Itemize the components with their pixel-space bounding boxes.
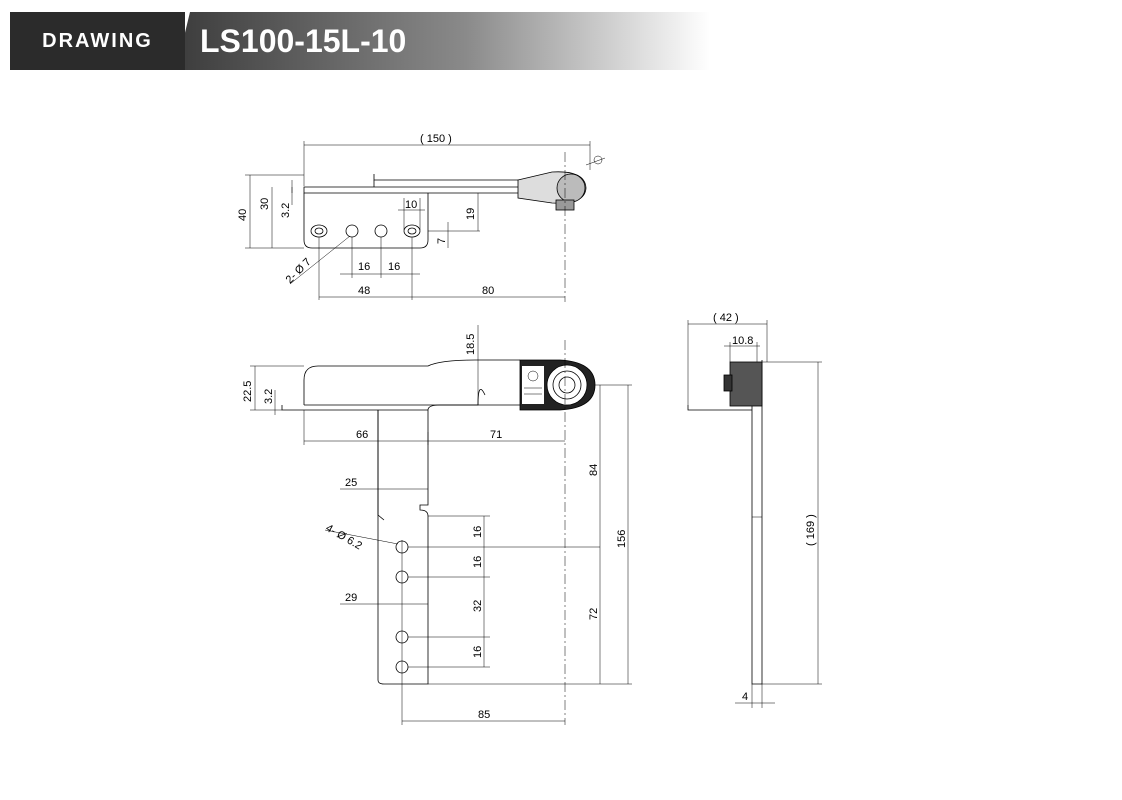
dim-t-4: 4 <box>742 691 748 703</box>
dim-holes-2-d7: 2- Ø 7 <box>284 256 314 286</box>
dim-height-30: 30 <box>259 198 271 210</box>
dim-height-7: 7 <box>436 238 448 244</box>
dim-thickness-3-2: 3.2 <box>280 203 292 218</box>
dim-height-19: 19 <box>465 208 477 220</box>
dim-span-80: 80 <box>482 285 494 297</box>
dim-pitch-16b: 16 <box>388 261 400 273</box>
dim-h-72: 72 <box>588 608 600 620</box>
dim-w-71: 71 <box>490 429 502 441</box>
front-view <box>250 325 632 725</box>
drawing-label: DRAWING <box>10 12 185 70</box>
dim-pitch-32-front: 32 <box>472 600 484 612</box>
dim-span-48: 48 <box>358 285 370 297</box>
dim-w-42: ( 42 ) <box>713 312 739 324</box>
dim-h-169: ( 169 ) <box>805 514 817 546</box>
dim-h-84: 84 <box>588 464 600 476</box>
side-view <box>687 320 822 708</box>
dim-pitch-16b-front: 16 <box>472 556 484 568</box>
dim-h-22-5: 22.5 <box>242 381 254 402</box>
technical-drawing <box>245 141 822 725</box>
dim-thickness-3-2-front: 3.2 <box>263 389 275 404</box>
dim-w-29: 29 <box>345 592 357 604</box>
part-number-title: LS100-15L-10 <box>200 23 407 59</box>
dim-overall-150: ( 150 ) <box>420 133 452 145</box>
header-title-band <box>168 12 710 70</box>
dim-w-10-8: 10.8 <box>732 335 753 347</box>
dim-h-156: 156 <box>616 530 628 548</box>
dim-w-66: 66 <box>356 429 368 441</box>
dim-holes-4-d6-2: 4- Ø 6.2 <box>324 522 364 552</box>
dim-slot-10: 10 <box>405 199 417 211</box>
dim-w-25: 25 <box>345 477 357 489</box>
dim-pitch-16c-front: 16 <box>472 646 484 658</box>
top-view <box>245 141 606 302</box>
dim-w-85: 85 <box>478 709 490 721</box>
dim-height-40: 40 <box>237 209 249 221</box>
dim-pitch-16a-front: 16 <box>472 526 484 538</box>
dim-h-18-5: 18.5 <box>465 334 477 355</box>
dim-pitch-16a: 16 <box>358 261 370 273</box>
